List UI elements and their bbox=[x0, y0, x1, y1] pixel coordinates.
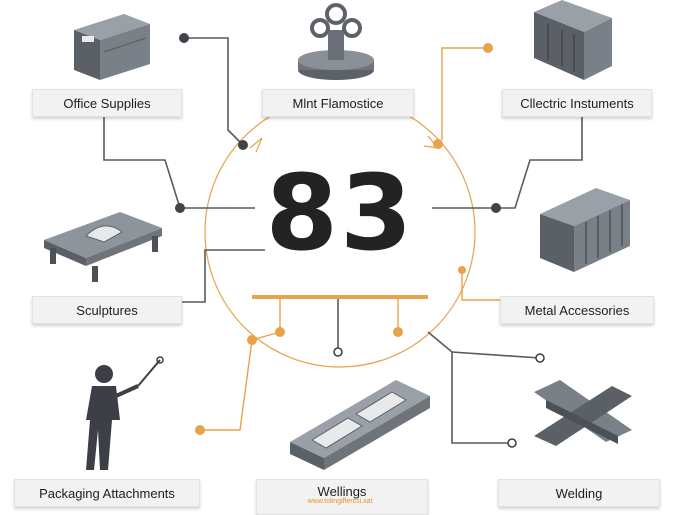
person-pointer-icon bbox=[86, 356, 164, 470]
metal-cabinet-icon bbox=[540, 188, 630, 272]
workbench-icon bbox=[44, 212, 162, 282]
label-clectric-instuments: Cllectric Instuments bbox=[502, 89, 652, 117]
label-sculptures: Sculptures bbox=[32, 296, 182, 324]
label-packaging-attachments: Packaging Attachments bbox=[14, 479, 200, 507]
filing-cabinet-icon bbox=[74, 14, 150, 80]
welding-rail-icon bbox=[290, 380, 430, 470]
label-welding: Welding bbox=[498, 479, 660, 507]
center-number: 83 bbox=[265, 152, 415, 274]
label-wellings: Wellings bbox=[256, 479, 428, 515]
metal-cross-icon bbox=[534, 380, 632, 446]
trophy-sculpture-icon bbox=[298, 3, 374, 80]
connector-dots-orange bbox=[195, 43, 493, 435]
label-mint-flamostice: Mlnt Flamostice bbox=[262, 89, 414, 117]
label-metal-accessories: Metal Accessories bbox=[500, 296, 654, 324]
ring-arrow-left bbox=[249, 137, 263, 153]
label-office-supplies: Office Supplies bbox=[32, 89, 182, 117]
electric-instrument-icon bbox=[534, 0, 612, 80]
center-bar bbox=[252, 295, 428, 299]
connectors-gray bbox=[103, 37, 583, 444]
wellings-caption: www.tolingiffercsi.xat bbox=[307, 498, 373, 505]
connector-dots-gray bbox=[175, 33, 545, 448]
